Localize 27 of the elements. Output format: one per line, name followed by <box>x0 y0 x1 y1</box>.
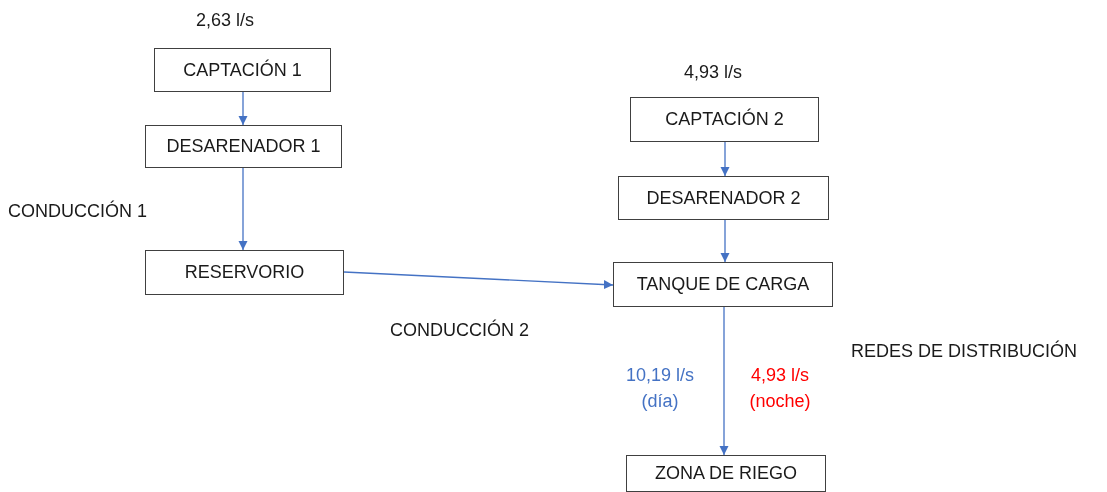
process-box <box>618 176 829 220</box>
process-box <box>154 48 331 92</box>
arrow <box>238 91 248 126</box>
arrow <box>343 271 614 290</box>
box-label: CAPTACIÓN 1 <box>183 59 302 81</box>
process-box <box>626 455 826 492</box>
process-box <box>145 250 344 295</box>
box-label: CAPTACIÓN 2 <box>665 109 784 130</box>
pipeline-label: CONDUCCIÓN 2 <box>390 318 529 342</box>
flow-rate-label: 2,63 l/s <box>196 10 255 31</box>
box-label: DESARENADOR 1 <box>166 136 321 157</box>
arrow <box>719 306 729 456</box>
box-label: TANQUE DE CARGA <box>636 274 810 295</box>
process-box <box>630 97 819 142</box>
process-box <box>613 262 833 307</box>
flow-rate-label: 4,93 l/s <box>684 62 743 83</box>
box-label: ZONA DE RIEGO <box>655 463 797 484</box>
box-label: DESARENADOR 2 <box>646 187 801 209</box>
process-box <box>145 125 342 168</box>
flow-rate-label: 4,93 l/s (noche) <box>748 364 812 413</box>
pipeline-label: CONDUCCIÓN 1 <box>8 199 147 223</box>
arrow <box>720 219 730 263</box>
network-label: REDES DE DISTRIBUCIÓN <box>851 339 1078 363</box>
flow-rate-label: 10,19 l/s (día) <box>624 364 695 413</box>
arrow <box>238 167 248 251</box>
box-label: RESERVORIO <box>184 262 305 283</box>
arrow <box>720 141 730 177</box>
